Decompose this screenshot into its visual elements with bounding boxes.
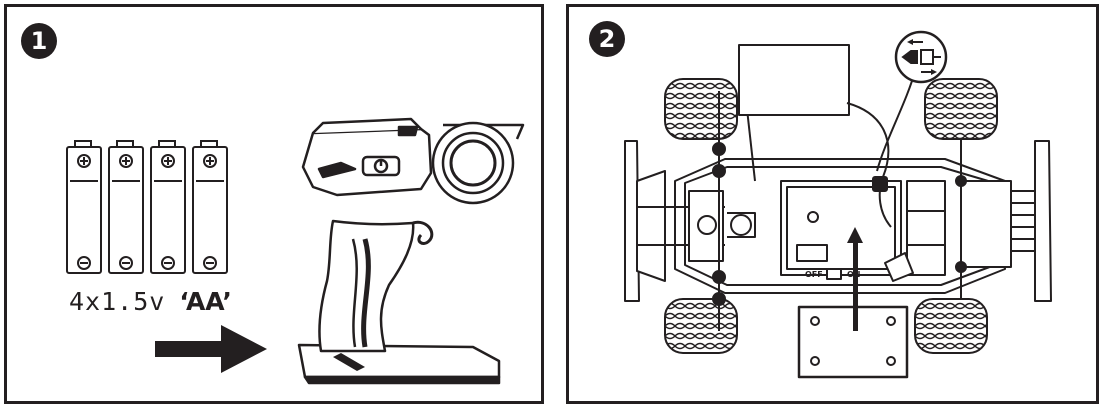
aa-battery-icon xyxy=(66,140,228,274)
insert-arrow-icon xyxy=(155,325,267,373)
battery-count-text: 4x1.5v xyxy=(69,287,166,316)
step-number-badge: 2 xyxy=(589,21,625,57)
insert-arrow-icon xyxy=(847,227,863,331)
step-1-panel: 1 4x1.5v ‘AA’ xyxy=(4,4,544,404)
battery-type-text: ‘AA’ xyxy=(179,287,232,316)
switch-on-label: ON xyxy=(847,270,861,279)
step-2-panel: 2 xyxy=(566,4,1099,404)
switch-off-label: OFF xyxy=(805,270,823,279)
step-number-badge: 1 xyxy=(21,23,57,59)
rc-car-chassis-icon: OFF ON xyxy=(624,44,1052,379)
battery-spec-label: 4x1.5v ‘AA’ xyxy=(69,287,232,316)
transmitter-icon xyxy=(297,117,525,385)
connector-plug-icon xyxy=(894,30,948,84)
